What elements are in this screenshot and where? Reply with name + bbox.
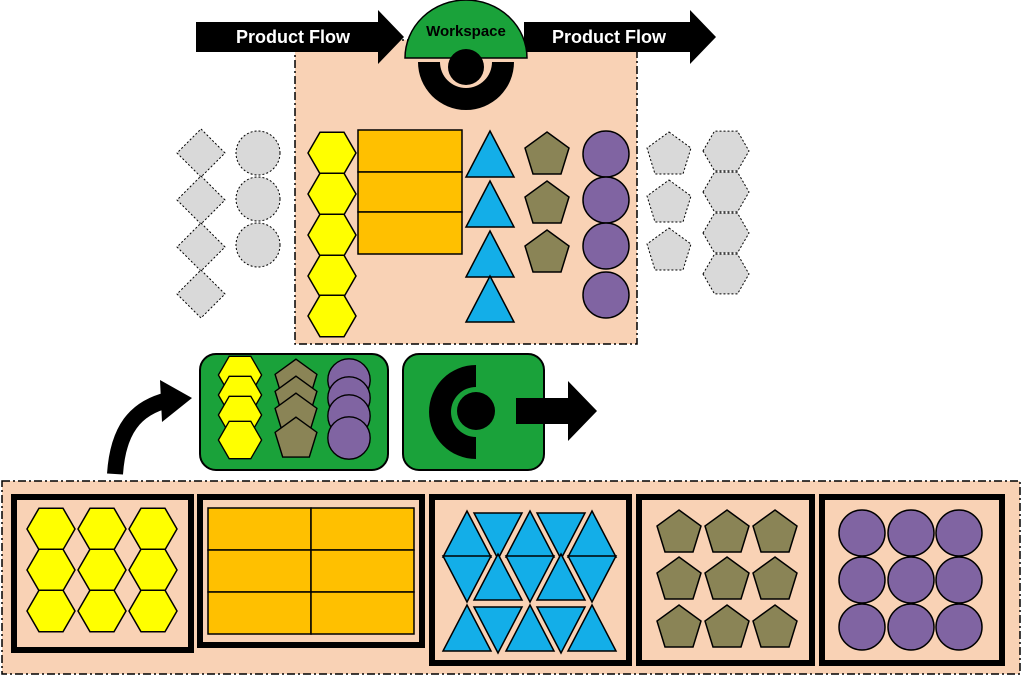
- inactive-diamond: [176, 222, 226, 272]
- inactive-pentagon: [646, 227, 692, 271]
- triangle-bin: [429, 494, 632, 666]
- circle-part: [582, 271, 630, 319]
- circle-part: [935, 603, 983, 651]
- circle-part: [838, 603, 886, 651]
- hexagon-bin: [11, 494, 194, 653]
- inactive-hexagon: [702, 171, 750, 213]
- rectangle-part: [310, 591, 415, 635]
- curved-arrow-icon: [107, 380, 192, 475]
- inactive-diamond: [176, 128, 226, 178]
- rectangle-part: [207, 507, 312, 551]
- inactive-circle-column: [235, 130, 281, 268]
- inactive-circle: [235, 176, 281, 222]
- inactive-circle: [235, 130, 281, 176]
- inactive-hexagon: [702, 212, 750, 254]
- rectangle-part: [357, 211, 463, 255]
- kit-tray-icon: [199, 353, 389, 471]
- inactive-diamond: [176, 269, 226, 319]
- inactive-hexagon: [702, 253, 750, 295]
- circle-part: [887, 603, 935, 651]
- rectangle-part: [207, 591, 312, 635]
- circle-part: [887, 509, 935, 557]
- rectangle-part: [207, 549, 312, 593]
- circle-part: [838, 509, 886, 557]
- output-arrow-icon: [516, 381, 597, 441]
- inactive-diamond-column: [176, 128, 226, 319]
- product-flow-arrow-right: Product Flow: [524, 10, 716, 64]
- circle-part: [582, 130, 630, 178]
- pentagon-column: [524, 131, 570, 273]
- hexagon-column: [307, 131, 357, 338]
- rectangle-part: [310, 549, 415, 593]
- workspace-label: Workspace: [426, 23, 506, 40]
- circle-part: [582, 176, 630, 224]
- product-flow-label-right: Product Flow: [552, 27, 667, 47]
- rectangle-stack: [357, 129, 463, 255]
- workspace-operator-icon: Workspace: [404, 0, 528, 110]
- inactive-diamond: [176, 175, 226, 225]
- inactive-pentagon: [646, 179, 692, 223]
- rectangle-bin: [197, 494, 425, 648]
- circle-part: [935, 556, 983, 604]
- rectangle-part: [357, 171, 463, 213]
- circle-part: [582, 222, 630, 270]
- operator-station-icon: [402, 353, 545, 471]
- inactive-hexagon: [702, 130, 750, 172]
- circle-bin: [819, 494, 1005, 666]
- product-flow-arrow-left: Product Flow: [196, 10, 404, 64]
- inactive-circle: [235, 222, 281, 268]
- inactive-pentagon: [646, 131, 692, 175]
- rectangle-part: [357, 129, 463, 173]
- inactive-hexagon-column: [702, 130, 750, 295]
- rectangle-part: [310, 507, 415, 551]
- circle-part: [887, 556, 935, 604]
- circle-part: [838, 556, 886, 604]
- pentagon-bin: [636, 494, 815, 666]
- product-flow-label-left: Product Flow: [236, 27, 351, 47]
- circle-part: [935, 509, 983, 557]
- kit-circle: [327, 416, 371, 460]
- inactive-pentagon-column: [646, 131, 692, 271]
